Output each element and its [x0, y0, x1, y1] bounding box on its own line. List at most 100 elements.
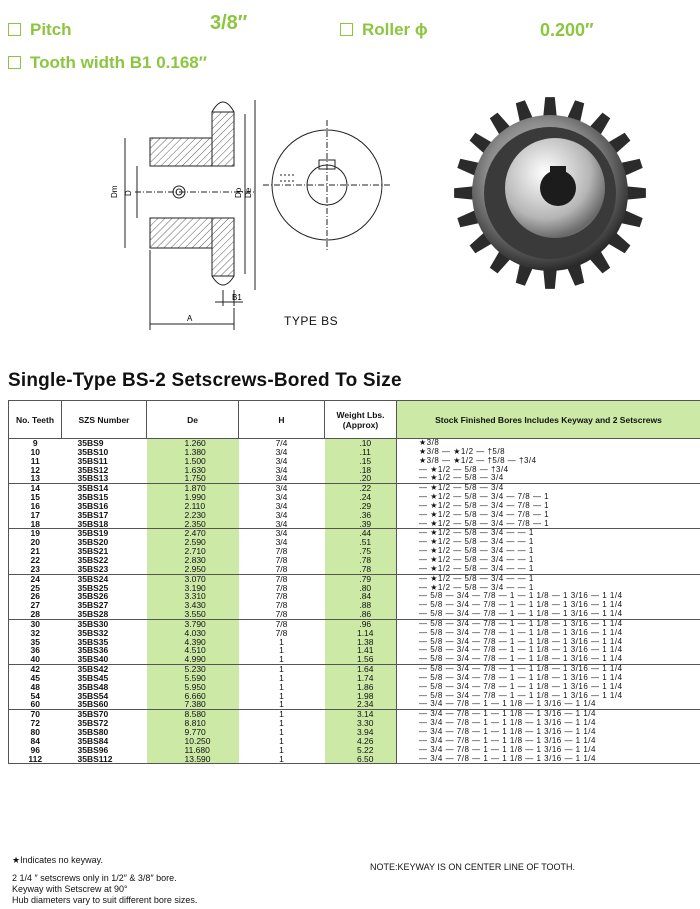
cell-szs-number: 35BS112 — [61, 754, 147, 765]
cell-h: 1 — [238, 700, 325, 711]
cell-bores: — 5/8 — 3/4 — 7/8 — 1 — 1 1/8 — 1 3/16 —… — [419, 673, 623, 682]
cell-h: 1 — [279, 637, 284, 647]
cell-de: 2.230 — [146, 510, 239, 520]
cell-de: 3.070 — [146, 574, 239, 584]
tooth-width-spec: Tooth width B1 0.168″ — [8, 53, 207, 73]
cell-de: 5.590 — [146, 673, 239, 683]
cell-bores: ★3/8 — ★1/2 — †5/8 — †3/4 — [419, 456, 537, 465]
cell-szs-number: 35BS9 — [77, 438, 104, 448]
cell-szs-number: 35BS15 — [77, 493, 109, 502]
cell-bores: — 3/4 — 7/8 — 1 — 1 1/8 — 1 3/16 — 1 1/4 — [419, 709, 596, 719]
cell-no-teeth: 84 — [8, 736, 62, 746]
cell-bores: — 5/8 — 3/4 — 7/8 — 1 — 1 1/8 — 1 3/16 —… — [419, 628, 623, 637]
cell-de: 2.590 — [146, 538, 239, 548]
cell-weight: .24 — [324, 493, 397, 502]
cell-weight: 1.14 — [324, 628, 397, 638]
gear-tooth — [619, 158, 643, 177]
cell-h: 1 — [238, 655, 325, 666]
gear-tooth — [454, 186, 475, 200]
cell-weight: .80 — [324, 583, 397, 593]
cell-szs-number: 35BS24 — [77, 574, 109, 584]
cell-de: 1.630 — [146, 465, 239, 475]
gear-tooth — [566, 100, 585, 124]
cell-bores: — 5/8 — 3/4 — 7/8 — 1 — 1 1/8 — 1 3/16 —… — [396, 610, 700, 620]
header-szs-number: SZS Number — [61, 400, 147, 439]
cell-weight: .78 — [324, 555, 397, 565]
cell-szs-number: 35BS84 — [77, 736, 109, 746]
gear-tooth — [566, 262, 585, 286]
cell-de: 4.990 — [146, 655, 239, 666]
cell-bores: — 5/8 — 3/4 — 7/8 — 1 — 1 1/8 — 1 3/16 —… — [419, 682, 623, 691]
gear-tooth — [625, 186, 646, 200]
gear-tooth — [457, 209, 481, 228]
cell-bores: — ★1/2 — 5/8 — 3/4 — 7/8 — 1 — [419, 493, 550, 502]
cell-de: 9.770 — [146, 728, 239, 737]
cell-de: 3.310 — [146, 592, 239, 602]
cell-bores: — ★1/2 — 5/8 — 3/4 — — 1 — [419, 583, 534, 592]
cell-no-teeth: 21 — [8, 547, 62, 556]
tooth-width-label: Tooth width B1 0.168″ — [30, 53, 207, 72]
cell-weight: 1.98 — [324, 691, 397, 701]
sprocket-technical-drawing: Dm D Dp De B1 A — [110, 100, 391, 330]
note-no-keyway: ★Indicates no keyway. — [12, 855, 103, 865]
cell-no-teeth: 36 — [8, 646, 62, 656]
cell-no-teeth: 28 — [8, 610, 62, 620]
header-no-teeth: No. Teeth — [8, 400, 62, 439]
cell-de: 10.250 — [146, 736, 239, 746]
cell-weight: .84 — [324, 592, 397, 602]
cell-bores: — ★1/2 — 5/8 — 3/4 — — 1 — [396, 564, 700, 575]
gear-tooth — [619, 209, 643, 228]
cell-weight: .44 — [324, 528, 397, 539]
cell-bores: — ★1/2 — 5/8 — 3/4 — [396, 474, 700, 485]
cell-h: 1 — [279, 728, 284, 737]
pitch-label: Pitch — [30, 20, 72, 39]
cell-weight: 1.41 — [324, 646, 397, 656]
header-h: H — [238, 400, 325, 439]
cell-h: 3/4 — [275, 510, 288, 520]
cell-no-teeth: 20 — [8, 538, 62, 548]
cell-bores: — 3/4 — 7/8 — 1 — 1 1/8 — 1 3/16 — 1 1/4 — [419, 719, 596, 728]
cell-szs-number: 35BS11 — [77, 456, 108, 466]
cell-szs-number: 35BS27 — [77, 601, 109, 611]
cell-bores: — ★1/2 — 5/8 — 3/4 — [419, 483, 504, 493]
cell-h: 3/4 — [275, 538, 288, 548]
cell-de: 2.950 — [146, 564, 239, 575]
cell-bores: — 5/8 — 3/4 — 7/8 — 1 — 1 1/8 — 1 3/16 —… — [419, 691, 623, 700]
checkbox-icon — [340, 23, 353, 36]
cell-weight: 3.14 — [324, 709, 397, 720]
cell-de: 3.550 — [146, 610, 239, 620]
cell-weight: .29 — [324, 501, 397, 511]
cell-weight: .20 — [324, 474, 397, 485]
cell-szs-number: 35BS10 — [77, 447, 109, 457]
sprocket-table: No. Teeth SZS Number De H Weight Lbs. (A… — [8, 400, 700, 846]
cell-h: 7/8 — [238, 610, 325, 620]
cell-de: 11.680 — [146, 745, 239, 755]
cell-no-teeth: 80 — [8, 728, 62, 737]
cell-weight: .22 — [324, 483, 397, 494]
roller-label: Roller ϕ — [362, 20, 428, 39]
cell-szs-number: 35BS45 — [77, 673, 109, 683]
gear-tooth — [543, 97, 557, 118]
cell-szs-number: 35BS16 — [77, 501, 109, 511]
cell-de: 1.500 — [146, 456, 239, 466]
cell-weight: .51 — [324, 538, 397, 548]
cell-bores: — 3/4 — 7/8 — 1 — 1 1/8 — 1 3/16 — 1 1/4 — [419, 736, 596, 745]
pitch-spec: Pitch — [8, 20, 72, 40]
cell-de: 2.710 — [146, 547, 239, 556]
cell-h: 7/4 — [275, 438, 288, 448]
cell-szs-number: 35BS18 — [61, 519, 147, 530]
cell-h: 7/8 — [275, 601, 288, 611]
cell-weight: 1.56 — [324, 655, 397, 666]
